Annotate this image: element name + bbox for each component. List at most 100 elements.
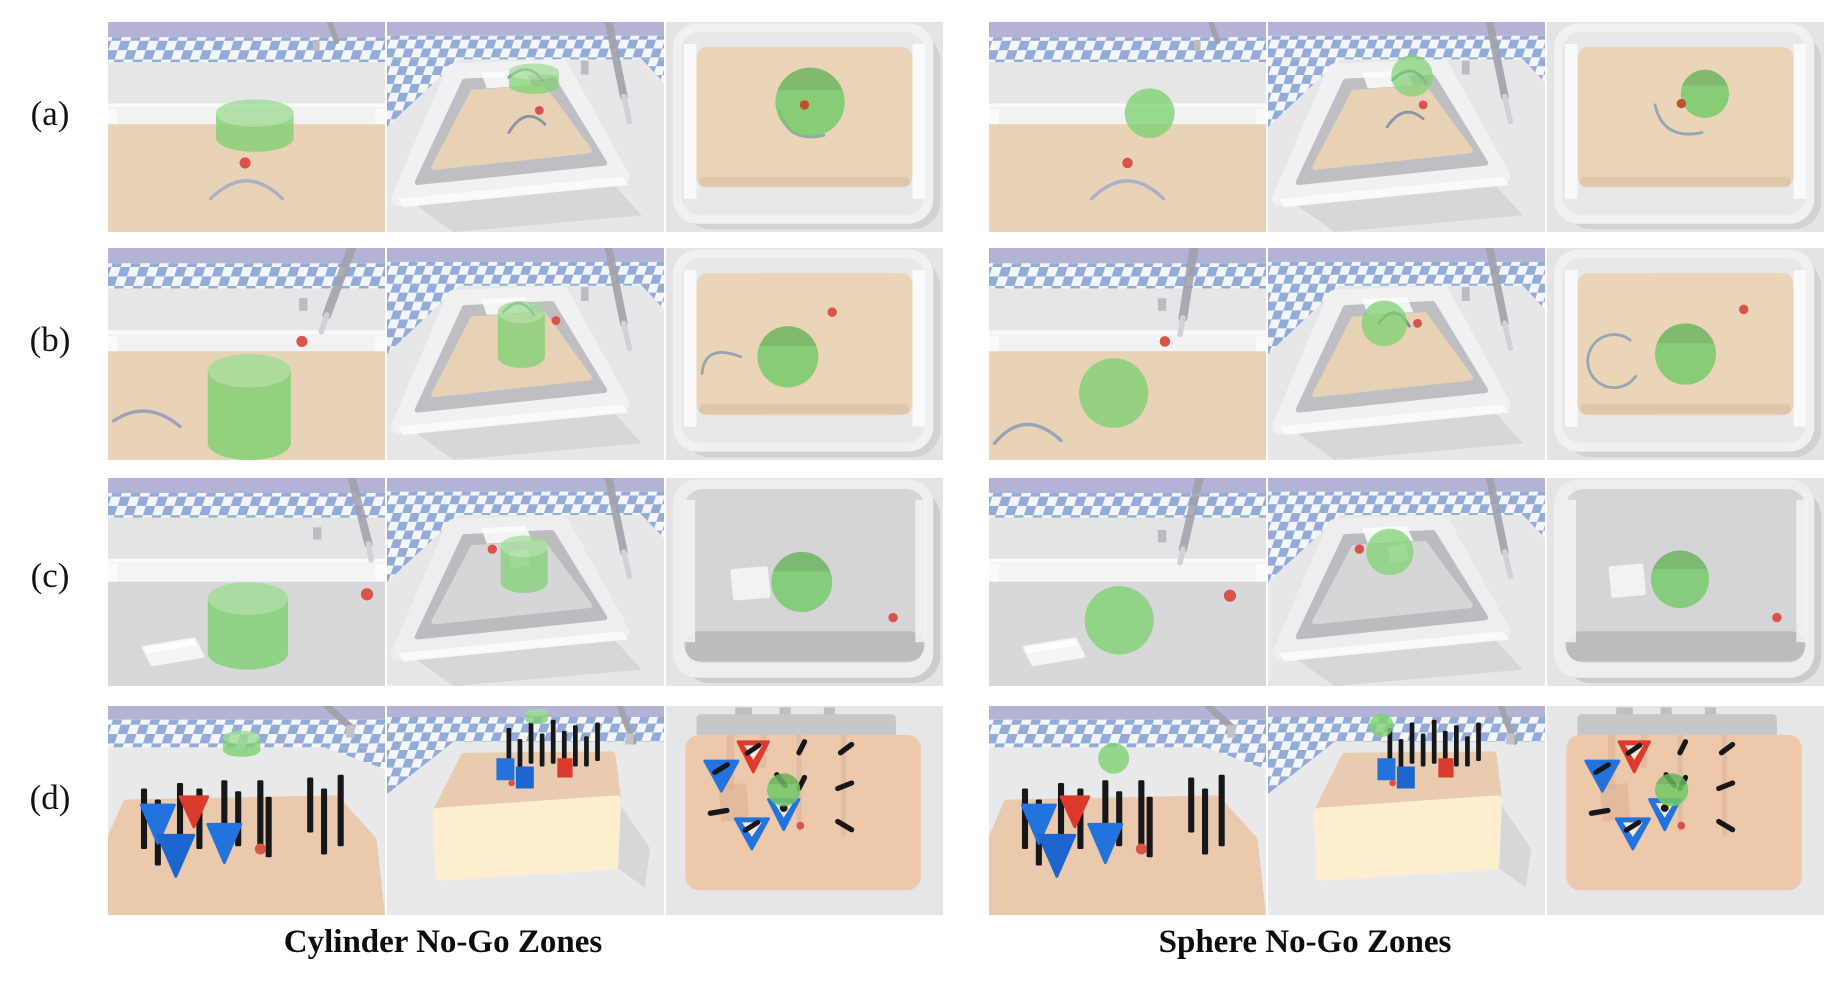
no-go-zone-sphere <box>1124 88 1175 139</box>
d6-sphere-zone-pegboard-top-view <box>1547 706 1824 915</box>
row-label-a: (a) <box>30 94 70 133</box>
no-go-zone-sphere <box>1079 358 1149 428</box>
a3-cylinder-zone-top-view <box>666 22 943 232</box>
c4-sphere-zone-front-view <box>989 478 1266 686</box>
b5-sphere-zone-tray-view-illustration <box>1268 248 1545 460</box>
b3-cylinder-zone-top-view-illustration <box>666 248 943 460</box>
b1-cylinder-zone-front-view <box>108 248 385 460</box>
caption-cylinder-zones: Cylinder No-Go Zones <box>283 924 603 960</box>
sphere-no-go-zones-panel <box>989 22 1824 915</box>
c2-cylinder-zone-tray-view <box>387 478 664 686</box>
no-go-zone-cylinder <box>222 730 261 757</box>
c5-sphere-zone-tray-view-illustration <box>1268 478 1545 686</box>
row-label-d: (d) <box>29 778 71 817</box>
c1-cylinder-zone-front-view <box>108 478 385 686</box>
target-marker <box>1418 100 1428 110</box>
d2-cylinder-zone-pegboard-angle-view <box>387 706 664 915</box>
target-marker <box>239 157 251 169</box>
no-go-zone-sphere <box>1361 300 1408 347</box>
no-go-zone-cylinder <box>525 708 548 724</box>
a4-sphere-zone-front-view <box>989 22 1266 232</box>
a4-sphere-zone-front-view-illustration <box>989 22 1266 232</box>
no-go-zone-sphere <box>1098 742 1130 774</box>
no-go-zone-cylinder <box>207 354 291 460</box>
c2-cylinder-zone-tray-view-illustration <box>387 478 664 686</box>
d6-sphere-zone-pegboard-top-view-illustration <box>1547 706 1824 915</box>
d4-sphere-zone-pegboard-front-view <box>989 706 1266 915</box>
no-go-zone-sphere <box>1369 713 1394 738</box>
d5-sphere-zone-pegboard-angle-view-illustration <box>1268 706 1545 915</box>
d1-cylinder-zone-pegboard-front-view-illustration <box>108 706 385 915</box>
caption-sphere-zones: Sphere No-Go Zones <box>1158 924 1452 960</box>
c4-sphere-zone-front-view-illustration <box>989 478 1266 686</box>
c6-sphere-zone-top-view <box>1547 478 1824 686</box>
b4-sphere-zone-front-view <box>989 248 1266 460</box>
b2-cylinder-zone-tray-view-illustration <box>387 248 664 460</box>
a2-cylinder-zone-tray-view-illustration <box>387 22 664 232</box>
target-marker <box>799 100 810 110</box>
c1-cylinder-zone-front-view-illustration <box>108 478 385 686</box>
no-go-zone <box>1655 323 1716 385</box>
a5-sphere-zone-tray-view-illustration <box>1268 22 1545 232</box>
no-go-zone-sphere <box>1391 55 1433 97</box>
no-go-zone-sphere <box>1084 586 1154 655</box>
target-marker <box>1135 843 1147 855</box>
a6-sphere-zone-top-view <box>1547 22 1824 232</box>
d2-cylinder-zone-pegboard-angle-view-illustration <box>387 706 664 915</box>
target-marker <box>1772 612 1782 623</box>
no-go-zone <box>767 773 801 807</box>
cylinder-no-go-zones-panel <box>108 22 943 915</box>
target-marker <box>888 612 898 623</box>
target-marker <box>1354 544 1365 554</box>
b2-cylinder-zone-tray-view <box>387 248 664 460</box>
b5-sphere-zone-tray-view <box>1268 248 1545 460</box>
target-marker <box>1122 157 1133 169</box>
target-marker <box>487 544 497 554</box>
b1-cylinder-zone-front-view-illustration <box>108 248 385 460</box>
target-marker <box>827 307 837 317</box>
target-marker <box>1676 98 1687 109</box>
no-go-zone-cylinder <box>497 301 545 368</box>
row-label-c: (c) <box>30 556 70 595</box>
no-go-zone-cylinder <box>508 63 559 94</box>
target-marker <box>254 843 266 855</box>
no-go-zone-cylinder <box>216 99 294 152</box>
c3-cylinder-zone-top-view-illustration <box>666 478 943 686</box>
b6-sphere-zone-top-view <box>1547 248 1824 460</box>
d3-cylinder-zone-pegboard-top-view <box>666 706 943 915</box>
d1-cylinder-zone-pegboard-front-view <box>108 706 385 915</box>
target-marker <box>508 779 515 787</box>
target-marker <box>360 588 374 601</box>
no-go-zone <box>771 551 833 613</box>
target-marker <box>796 821 805 830</box>
row-label-b: (b) <box>29 320 71 359</box>
a1-cylinder-zone-front-view-illustration <box>108 22 385 232</box>
c5-sphere-zone-tray-view <box>1268 478 1545 686</box>
a5-sphere-zone-tray-view <box>1268 22 1545 232</box>
no-go-zone <box>1650 550 1710 608</box>
d4-sphere-zone-pegboard-front-view-illustration <box>989 706 1266 915</box>
target-marker <box>1413 318 1423 328</box>
no-go-zone <box>775 67 845 137</box>
a1-cylinder-zone-front-view <box>108 22 385 232</box>
no-go-zone-sphere <box>1366 528 1414 576</box>
no-go-zone <box>1680 69 1729 118</box>
b4-sphere-zone-front-view-illustration <box>989 248 1266 460</box>
target-marker <box>1159 336 1171 347</box>
c6-sphere-zone-top-view-illustration <box>1547 478 1824 686</box>
d3-cylinder-zone-pegboard-top-view-illustration <box>666 706 943 915</box>
b6-sphere-zone-top-view-illustration <box>1547 248 1824 460</box>
b3-cylinder-zone-top-view <box>666 248 943 460</box>
target-marker <box>296 335 308 348</box>
target-marker <box>534 106 544 115</box>
a2-cylinder-zone-tray-view <box>387 22 664 232</box>
target-marker <box>1223 589 1237 602</box>
target-marker <box>551 316 561 325</box>
target-marker <box>1389 779 1396 787</box>
c3-cylinder-zone-top-view <box>666 478 943 686</box>
a3-cylinder-zone-top-view-illustration <box>666 22 943 232</box>
target-marker <box>1677 821 1686 830</box>
target-marker <box>1738 304 1749 315</box>
d5-sphere-zone-pegboard-angle-view <box>1268 706 1545 915</box>
